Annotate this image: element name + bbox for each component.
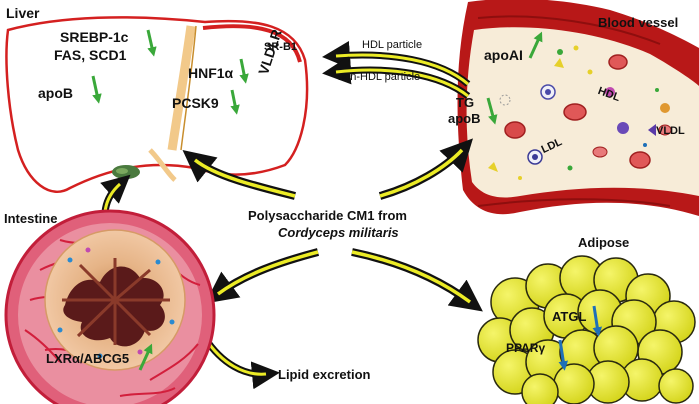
fas-scd1-label: FAS, SCD1 (54, 47, 127, 63)
lipid-excretion-arrow (202, 336, 280, 390)
non-hdl-transport-arrow (322, 56, 471, 99)
cm1-to-liver-arrow (182, 150, 296, 200)
apob-liver-down-arrow (91, 75, 102, 104)
liver-illustration (5, 16, 309, 193)
pparg-label: PPARγ (506, 341, 546, 355)
cm1-to-intestine-arrow (205, 248, 320, 304)
cm1-to-adipose-arrow (351, 248, 483, 312)
hdl-particle-label: HDL particle (362, 39, 423, 51)
lxra-up-arrow (138, 343, 153, 371)
non-hdl-particle-label: non-HDL particle (338, 71, 421, 83)
atgl-down-arrow (592, 305, 603, 337)
hnf1a-label: HNF1α (188, 65, 234, 81)
blood-vessel-title: Blood vessel (598, 15, 679, 30)
pcsk9-label: PCSK9 (172, 95, 219, 111)
hnf1a-down-arrow (239, 58, 249, 84)
vessel-apob-label: apoB (448, 111, 481, 126)
cm1-to-blood-vessel-arrow (378, 138, 473, 200)
cm1-title-line2: Cordyceps militaris (278, 225, 399, 240)
srebp-down-arrow (146, 29, 157, 57)
liver-apob-label: apoB (38, 85, 73, 101)
apoai-up-arrow (528, 31, 543, 59)
vldl-label: VLDL (656, 125, 685, 137)
intestine-title: Intestine (4, 211, 58, 226)
apob-vessel-down-arrow (486, 97, 498, 125)
adipose-title: Adipose (578, 235, 630, 250)
tg-label: TG (456, 95, 475, 110)
lxra-abcg5-label: LXRα/ABCG5 (46, 351, 130, 366)
cm1-title-line1: Polysaccharide CM1 from (248, 208, 407, 223)
atgl-label: ATGL (552, 309, 587, 324)
blood-vessel-illustration (457, 0, 699, 216)
srebp-label: SREBP-1c (60, 29, 129, 45)
pparg-down-arrow (558, 339, 569, 371)
intestine-illustration (4, 209, 216, 404)
apoai-label: apoAI (484, 47, 523, 63)
liver-title: Liver (6, 5, 40, 21)
hdl-transport-arrow (322, 41, 471, 87)
srb1-label: SR-B1 (264, 41, 298, 53)
adipose-illustration (477, 255, 696, 404)
pcsk9-down-arrow (230, 89, 240, 115)
lipid-excretion-label: Lipid excretion (278, 367, 371, 382)
